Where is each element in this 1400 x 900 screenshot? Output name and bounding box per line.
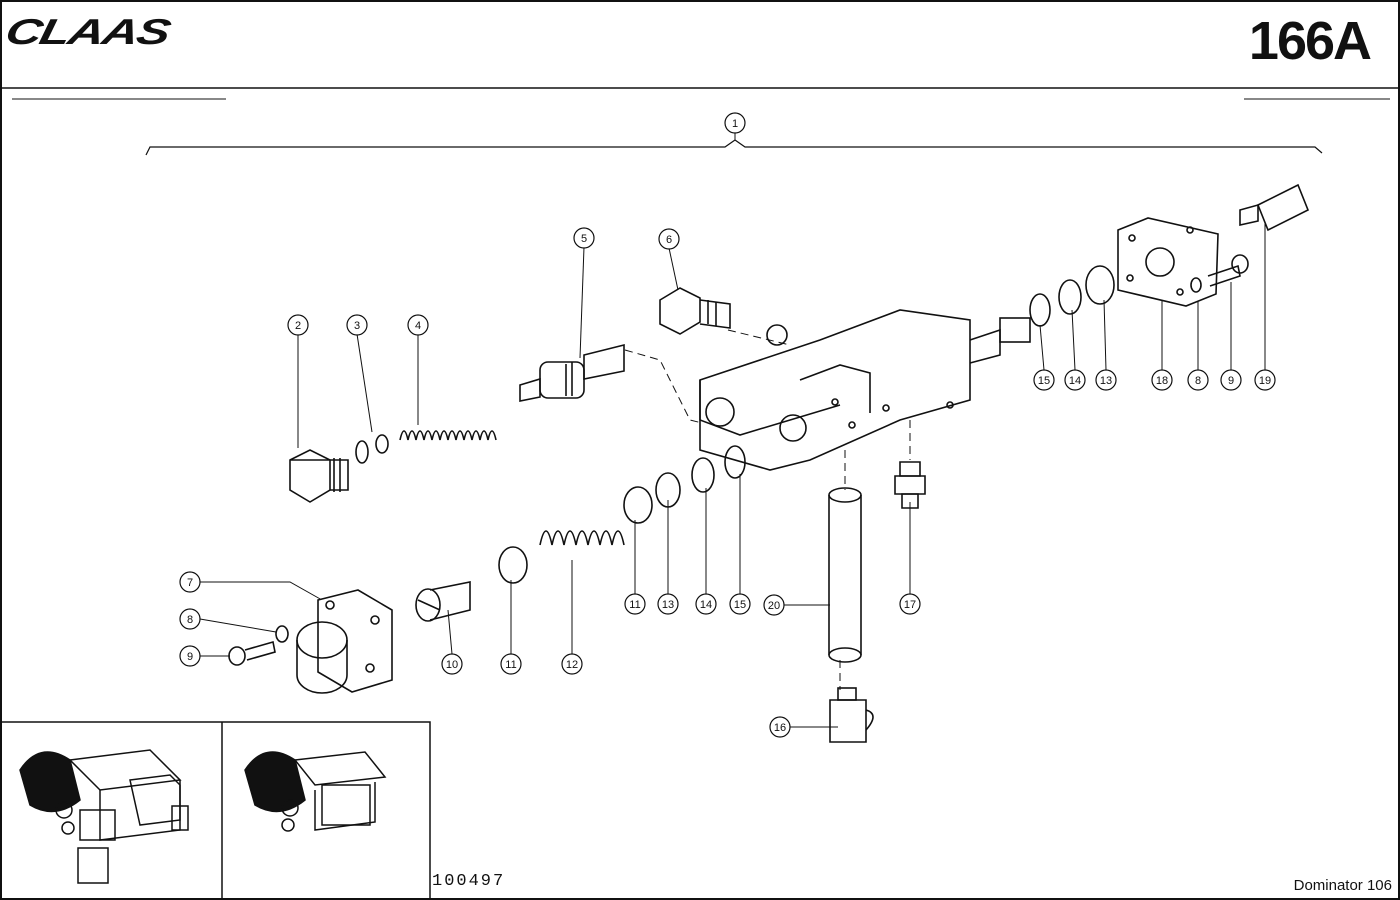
page-number: 166A	[1248, 11, 1372, 71]
callout-17: 17	[904, 599, 916, 611]
callout-2: 2	[295, 320, 301, 332]
callout-8-left: 8	[187, 614, 193, 626]
callout-16: 16	[774, 722, 786, 734]
callout-5: 5	[581, 233, 587, 245]
part-seal-rings	[355, 434, 389, 464]
inset-thumbnails	[0, 721, 431, 900]
part-bolt-right	[1190, 254, 1249, 293]
thumbnail-assembly-simple	[244, 751, 387, 832]
callout-10: 10	[446, 659, 458, 671]
callout-3: 3	[354, 320, 360, 332]
callout-11-lower: 11	[505, 659, 516, 671]
assembly-axes	[624, 329, 911, 690]
callouts	[179, 112, 1276, 738]
callout-14-middle: 14	[700, 599, 712, 611]
assembly-bracket	[145, 139, 1323, 156]
callout-12: 12	[566, 659, 578, 671]
part-clevis	[1239, 183, 1310, 232]
callout-15-middle: 15	[734, 599, 746, 611]
drawing-number: 100497	[432, 872, 506, 891]
callout-1: 1	[732, 118, 738, 130]
part-spring-lower	[539, 530, 625, 546]
part-screw	[415, 581, 471, 622]
callout-13-middle: 13	[662, 599, 674, 611]
part-cover	[296, 589, 393, 694]
brand-logo: CLAAS	[1, 11, 173, 53]
part-fitting-upper	[659, 287, 731, 335]
callout-13-right: 13	[1100, 375, 1112, 387]
callout-9-left: 9	[187, 651, 193, 663]
callout-15-right: 15	[1038, 375, 1050, 387]
callout-6: 6	[666, 234, 672, 246]
part-valve-body	[699, 309, 1031, 471]
part-ring-set-lower	[623, 445, 746, 524]
part-spring-upper	[399, 430, 497, 441]
part-bushing-lower	[498, 546, 528, 584]
callout-11-middle: 11	[629, 599, 640, 611]
part-bolt-left	[228, 625, 289, 666]
callout-20: 20	[768, 600, 780, 612]
part-fitting-lower	[894, 461, 926, 509]
callout-14-right: 14	[1069, 375, 1081, 387]
callout-7: 7	[187, 577, 193, 589]
model-name: Dominator 106	[1293, 877, 1392, 894]
part-ring-set-right	[1029, 265, 1115, 327]
leader-lines	[199, 132, 1266, 728]
callout-8-right: 8	[1195, 375, 1201, 387]
part-plug	[289, 449, 349, 503]
part-flange	[1117, 217, 1219, 307]
callout-19: 19	[1259, 375, 1271, 387]
part-tube	[828, 487, 862, 663]
callout-4: 4	[415, 320, 421, 332]
thumbnail-assembly-full	[19, 749, 189, 884]
part-piston	[519, 343, 625, 402]
callout-9-right: 9	[1228, 375, 1234, 387]
callout-18: 18	[1156, 375, 1168, 387]
part-breather-cap	[829, 687, 874, 743]
